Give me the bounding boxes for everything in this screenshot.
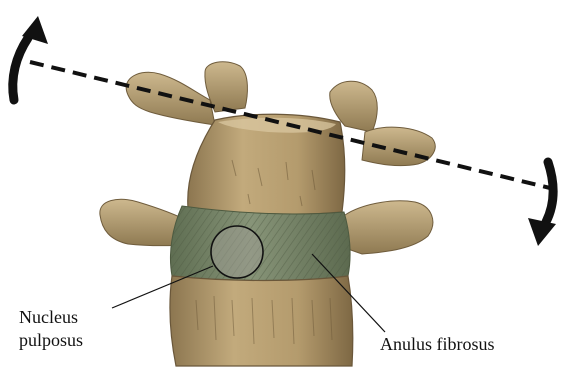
nucleus-pulposus (211, 226, 263, 278)
lower-vertebral-body (170, 276, 353, 366)
curved-arrow-up-icon (13, 16, 48, 100)
curved-arrow-down-icon (528, 162, 556, 246)
nucleus-label-line2: pulposus (19, 329, 83, 352)
nucleus-pulposus-label: Nucleus pulposus (19, 306, 83, 352)
nucleus-label-line1: Nucleus (19, 306, 83, 329)
upper-vertebral-body (188, 114, 345, 214)
anulus-fibrosus-label: Anulus fibrosus (380, 333, 495, 356)
